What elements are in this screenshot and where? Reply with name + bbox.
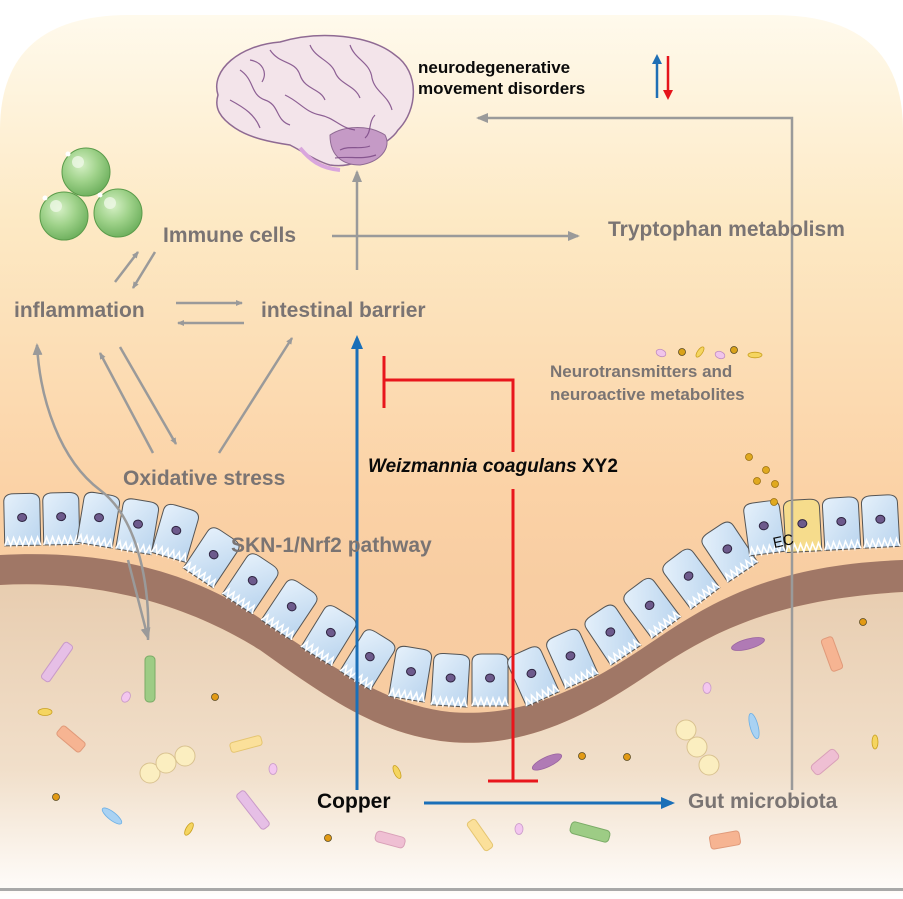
epithelial-cell <box>546 628 600 690</box>
cell-nucleus <box>758 521 769 531</box>
brain-illustration <box>215 34 415 172</box>
blue-arrows <box>351 335 675 809</box>
cell-nucleus <box>17 513 28 523</box>
cell-nucleus <box>875 514 886 524</box>
epithelial-cell <box>507 646 561 708</box>
arrow-microbiota-to-disorders <box>476 113 794 790</box>
copper-label: Copper <box>317 790 391 813</box>
neurotransmitters-label-line2: neuroactive metabolites <box>550 385 745 404</box>
cell-nucleus <box>56 512 67 522</box>
arrow-oxidative-to-inflammation <box>98 352 155 454</box>
pathway-label: SKN-1/Nrf2 pathway <box>231 534 432 557</box>
epithelial-cell <box>3 492 42 549</box>
cell-nucleus <box>364 651 375 662</box>
cell-nucleus <box>836 516 847 526</box>
cell-nucleus <box>325 627 336 638</box>
epithelial-cell <box>430 652 471 709</box>
epithelial-cell <box>182 527 240 589</box>
red-inhibition <box>382 356 538 783</box>
arrow-inflammation-to-oxidative <box>118 346 178 445</box>
probiotic-strain: XY2 <box>581 456 618 477</box>
epithelial-cell <box>42 491 81 548</box>
intestinal-barrier-label: intestinal barrier <box>261 299 426 322</box>
epithelial-cell <box>150 503 199 563</box>
epithelial-cell <box>471 653 509 709</box>
epithelial-cell <box>584 604 642 666</box>
epithelial-cell <box>75 491 121 550</box>
cell-nucleus <box>722 544 733 554</box>
cell-nucleus <box>247 575 258 586</box>
arrow-oxidative-to-barrier <box>217 337 294 454</box>
immune-cells-label: Immune cells <box>163 224 297 247</box>
epithelial-cell <box>260 579 318 641</box>
tryptophan-label: Tryptophan metabolism <box>608 218 845 241</box>
epithelial-cell <box>114 498 160 556</box>
cell-nucleus <box>133 519 144 529</box>
epithelial-cell <box>339 629 396 691</box>
epithelial-cell <box>387 645 433 704</box>
cell-nucleus <box>171 525 182 535</box>
cell-nucleus <box>406 667 417 677</box>
oxidative-stress-label: Oxidative stress <box>123 467 286 490</box>
cell-nucleus <box>445 673 456 683</box>
basement-membrane <box>0 554 903 743</box>
cell-nucleus <box>565 651 576 661</box>
epithelial-cell <box>662 548 721 610</box>
arrow-inflammation-to-immune <box>114 251 139 283</box>
inflammation-label: inflammation <box>14 299 145 322</box>
epithelial-cell <box>701 521 759 583</box>
probiotic-label: Weizmannia coagulans XY2 <box>368 456 618 478</box>
neurotransmitter-particles <box>655 346 779 506</box>
cell-nucleus <box>605 627 616 637</box>
cell-nucleus <box>208 549 219 560</box>
epithelial-cell <box>623 577 682 640</box>
gut-bacteria <box>37 618 879 852</box>
gut-microbiota-label: Gut microbiota <box>688 790 838 813</box>
inhibit-line-barrier <box>384 378 515 452</box>
cell-nucleus <box>644 600 655 610</box>
change-indicator <box>652 54 673 100</box>
cell-nucleus <box>485 673 495 683</box>
frame-bottom-border <box>0 888 903 891</box>
arrow-curve-to-inflammation <box>32 343 150 641</box>
epithelial-cell <box>221 553 279 615</box>
cell-nucleus <box>286 601 297 612</box>
gray-arrows <box>32 113 794 790</box>
neurotransmitters-label-line1: Neurotransmitters and <box>550 362 733 381</box>
outcome-label-line2: movement disorders <box>418 79 586 98</box>
probiotic-species: Weizmannia coagulans <box>368 456 577 477</box>
cell-nucleus <box>526 668 537 679</box>
cell-nucleus <box>683 571 694 581</box>
epithelial-cell <box>300 605 357 667</box>
arrow-immune-to-inflammation <box>131 251 157 289</box>
cell-nucleus <box>94 513 105 523</box>
immune-cells-illustration <box>39 147 143 241</box>
submucosa-region <box>0 584 903 894</box>
outcome-label-line1: neurodegenerative <box>418 58 571 77</box>
up-arrowhead-icon <box>652 54 662 64</box>
arrow-down-to-lumen <box>126 559 151 640</box>
epithelial-cell <box>743 500 787 558</box>
cell-nucleus <box>797 519 808 529</box>
down-arrowhead-icon <box>663 90 673 100</box>
epithelial-cell <box>821 496 862 553</box>
epithelial-cell <box>860 494 901 551</box>
